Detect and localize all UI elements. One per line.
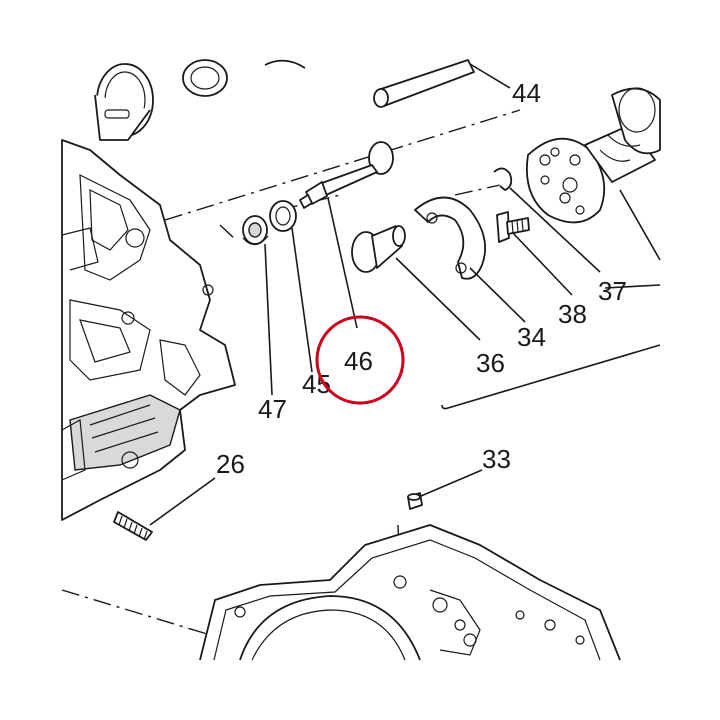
callout-47: 47 [258,394,287,424]
callout-38: 38 [558,299,587,329]
part-36-pin [351,225,406,273]
callout-37: 37 [598,276,627,306]
callout-44: 44 [512,78,541,108]
part-46-valve [299,141,394,209]
group-bracket [441,344,661,410]
part-33-bolt [407,469,483,510]
cylinder-head-casting [61,139,236,521]
callout-45: 45 [302,369,331,399]
callout-34: 34 [517,322,546,352]
part-26-stud [113,477,216,541]
callout-36: 36 [476,348,505,378]
cap-assembly-top-left [94,59,306,141]
head-gasket [199,524,621,661]
group-bracket-top [604,284,661,289]
camshaft-assembly [526,87,661,261]
leader-lines [264,187,601,396]
part-38-screw [496,211,530,243]
callout-26: 26 [216,449,245,479]
part-47-keeper [242,215,269,246]
callout-46: 46 [344,346,373,376]
highlight-circle [315,315,405,405]
part-45-seal [269,200,297,232]
part-44-shaft [373,59,511,108]
callout-33: 33 [482,444,511,474]
part-37-circlip [493,167,513,191]
part-34-rocker [414,196,486,280]
